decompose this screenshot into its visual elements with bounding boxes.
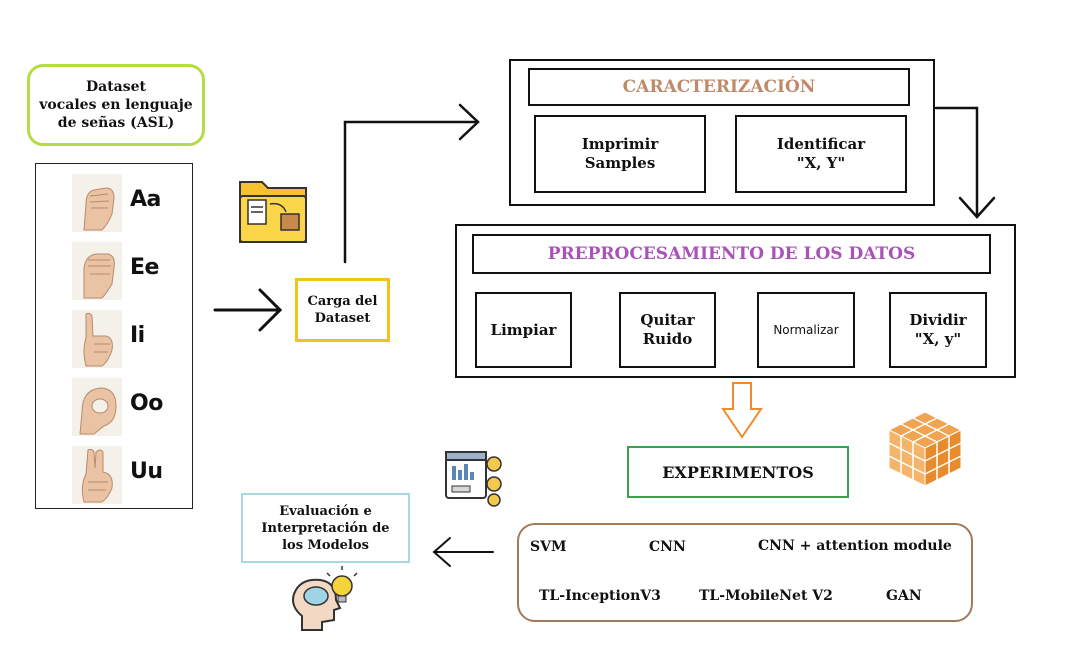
vowel-row-a: Aa (72, 174, 192, 232)
cube-grid-icon (887, 411, 963, 487)
identificar-xy-label: Identificar "X, Y" (776, 135, 866, 172)
normalizar-label: Normalizar (773, 322, 839, 337)
folder-icon (239, 181, 307, 243)
limpiar-label: Limpiar (490, 320, 557, 339)
arrow-carga-to-caracterizacion (343, 103, 480, 264)
vowel-row-o: Oo (72, 378, 192, 436)
vowel-label-e: Ee (130, 255, 159, 280)
vowel-row-i: Ii (72, 310, 192, 368)
model-tl-inceptionv3: TL-InceptionV3 (539, 588, 661, 604)
identificar-xy-box: Identificar "X, Y" (735, 115, 907, 193)
dataset-panel: Aa Ee Ii Oo Uu (35, 163, 193, 509)
evaluacion-label: Evaluación e Interpretación de los Model… (261, 503, 390, 553)
experimentos-label: EXPERIMENTOS (662, 462, 814, 482)
brain-lightbulb-icon (292, 566, 358, 631)
model-gan: GAN (886, 588, 922, 604)
hand-sign-icon (72, 174, 122, 232)
hand-sign-icon (72, 310, 122, 368)
arrow-caracterizacion-to-preprocesamiento (934, 106, 996, 219)
dashboard-gear-icon (445, 451, 502, 507)
evaluacion-box: Evaluación e Interpretación de los Model… (241, 493, 410, 563)
preprocesamiento-panel (455, 224, 1016, 378)
dividir-xy-box: Dividir "X, y" (889, 292, 987, 368)
vowel-label-u: Uu (130, 459, 163, 484)
vowel-label-o: Oo (130, 391, 163, 416)
hand-sign-icon (72, 242, 122, 300)
model-tl-mobilenet-v2: TL-MobileNet V2 (699, 588, 833, 604)
model-cnn-attention: CNN + attention module (758, 538, 952, 554)
models-panel: SVM CNN CNN + attention module TL-Incept… (517, 523, 973, 622)
hand-sign-icon (72, 378, 122, 436)
model-cnn: CNN (649, 539, 686, 555)
normalizar-box: Normalizar (757, 292, 855, 368)
carga-dataset-label: Carga del Dataset (307, 294, 378, 326)
dataset-title: Dataset vocales en lenguaje de señas (AS… (27, 64, 205, 146)
carga-dataset-box: Carga del Dataset (295, 278, 390, 342)
model-svm: SVM (530, 539, 567, 555)
dataset-title-text: Dataset vocales en lenguaje de señas (AS… (39, 79, 193, 131)
arrow-down-orange (721, 382, 763, 439)
quitar-ruido-label: Quitar Ruido (640, 311, 695, 348)
preprocesamiento-title-text: PREPROCESAMIENTO DE LOS DATOS (547, 244, 916, 264)
caracterizacion-title-text: CARACTERIZACIÓN (622, 77, 816, 97)
quitar-ruido-box: Quitar Ruido (619, 292, 716, 368)
imprimir-samples-label: Imprimir Samples (581, 135, 659, 172)
vowel-row-e: Ee (72, 242, 192, 300)
vowel-row-u: Uu (72, 446, 192, 504)
vowel-label-a: Aa (130, 187, 161, 212)
arrow-models-to-evaluacion (432, 537, 494, 567)
preprocesamiento-title: PREPROCESAMIENTO DE LOS DATOS (472, 234, 991, 274)
caracterizacion-panel (509, 59, 935, 206)
imprimir-samples-box: Imprimir Samples (534, 115, 706, 193)
limpiar-box: Limpiar (475, 292, 572, 368)
experimentos-box: EXPERIMENTOS (627, 446, 849, 498)
hand-sign-icon (72, 446, 122, 504)
vowel-label-i: Ii (130, 323, 145, 348)
arrow-dataset-to-carga (213, 288, 283, 332)
caracterizacion-title: CARACTERIZACIÓN (528, 68, 910, 106)
dividir-xy-label: Dividir "X, y" (909, 311, 967, 348)
